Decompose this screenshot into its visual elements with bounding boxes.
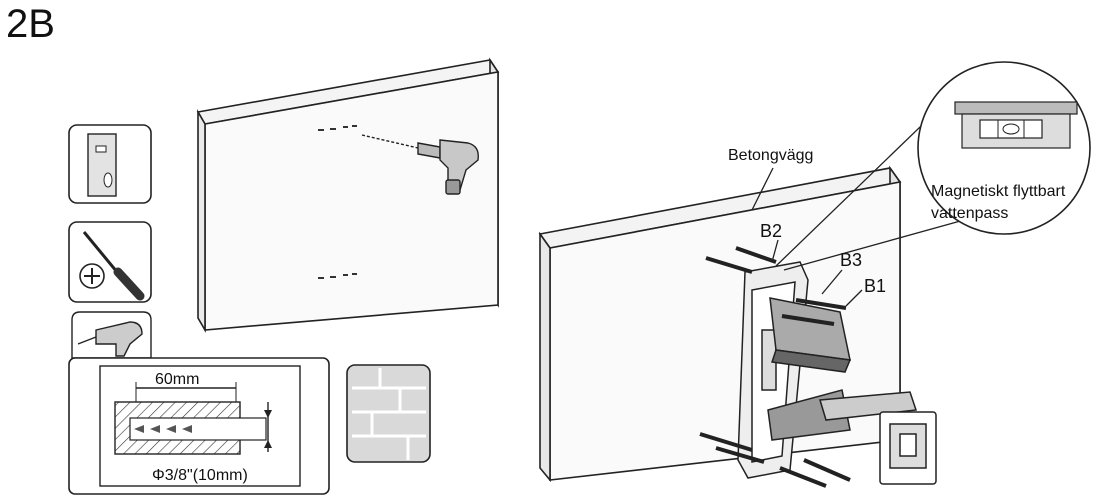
screwdriver-icon	[68, 221, 152, 303]
wall-label: Betongvägg	[728, 147, 813, 164]
level-label-line2: vattenpass	[931, 205, 1008, 222]
bolt-label-b1: B1	[864, 276, 886, 296]
drill-hole-marks	[318, 125, 357, 279]
wall-mount-bracket	[737, 261, 937, 485]
spirit-level-icon	[68, 124, 152, 204]
drill-wall-block	[196, 57, 500, 333]
magnifier-circle	[917, 61, 1091, 235]
level-label-line1: Magnetiskt flyttbart	[931, 183, 1066, 200]
concrete-wall-block	[538, 165, 902, 483]
anchor-bolts	[699, 246, 851, 488]
drill-icon	[71, 311, 152, 359]
step-label: 2B	[6, 2, 55, 46]
depth-label: 60mm	[155, 371, 199, 388]
hole-detail-panel	[68, 357, 330, 495]
brick-wall-icon	[346, 364, 431, 463]
bolt-label-b2: B2	[760, 221, 782, 241]
bolt-label-b3: B3	[840, 250, 862, 270]
power-drill-icon	[361, 134, 479, 195]
diameter-label: Φ3/8"(10mm)	[152, 467, 248, 484]
